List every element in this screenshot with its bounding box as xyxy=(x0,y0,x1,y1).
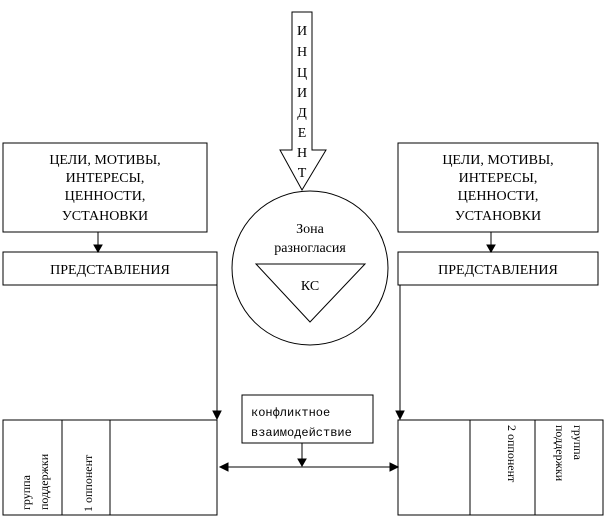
support-group-label: группа xyxy=(571,425,585,461)
zone-label: Зона xyxy=(296,222,325,237)
incident-letter: И xyxy=(297,24,307,39)
support-group-label: поддержки xyxy=(37,453,51,510)
arrow-head xyxy=(395,410,405,421)
motives-line: ЦЕЛИ, МОТИВЫ, xyxy=(49,153,160,168)
representations-label: ПРЕДСТАВЛЕНИЯ xyxy=(438,263,558,278)
conflict-situation-label: КС xyxy=(301,279,319,294)
motives-line: ЦЕННОСТИ, xyxy=(458,189,539,204)
right-representations-box: ПРЕДСТАВЛЕНИЯ xyxy=(397,251,599,286)
motives-line: ЦЕННОСТИ, xyxy=(65,189,146,204)
left-opponent-box: группа поддержки 1 оппонент xyxy=(2,419,218,516)
arrow-head xyxy=(93,244,103,254)
right-opponent-box: 2 оппонент группа поддержки xyxy=(397,419,604,516)
incident-arrow: И Н Ц И Д Е Н Т xyxy=(279,11,327,192)
zone-label: разногласия xyxy=(274,241,346,256)
motives-line: УСТАНОВКИ xyxy=(62,209,148,224)
left-representations-box: ПРЕДСТАВЛЕНИЯ xyxy=(2,251,218,286)
left-motives-box: ЦЕЛИ, МОТИВЫ, ИНТЕРЕСЫ, ЦЕННОСТИ, УСТАНО… xyxy=(2,142,208,233)
arrow-head xyxy=(486,244,496,254)
opponent-label: 2 оппонент xyxy=(505,425,519,483)
incident-letter: Е xyxy=(298,126,307,141)
right-motives-box: ЦЕЛИ, МОТИВЫ, ИНТЕРЕСЫ, ЦЕННОСТИ, УСТАНО… xyxy=(397,142,599,233)
incident-letter: Ц xyxy=(297,66,307,81)
arrow-head xyxy=(212,410,222,421)
conflict-interaction-box: конфликтное взаимодействие xyxy=(241,394,374,444)
motives-line: ИНТЕРЕСЫ, xyxy=(459,171,538,186)
motives-line: УСТАНОВКИ xyxy=(455,209,541,224)
motives-line: ЦЕЛИ, МОТИВЫ, xyxy=(442,153,553,168)
conflict-situation-triangle xyxy=(254,263,367,323)
arrow-head xyxy=(389,462,400,472)
arrow-head xyxy=(218,462,229,472)
incident-letter: И xyxy=(297,86,307,101)
motives-line: ИНТЕРЕСЫ, xyxy=(66,171,145,186)
opponent-label: 1 оппонент xyxy=(81,454,95,512)
incident-letter: Н xyxy=(297,146,307,161)
support-group-label: группа xyxy=(19,474,33,510)
incident-letter: Н xyxy=(297,45,307,60)
incident-letter: Д xyxy=(297,106,307,121)
incident-letter: Т xyxy=(298,166,307,181)
interaction-label: конфликтное xyxy=(251,406,330,420)
interaction-label: взаимодействие xyxy=(251,426,352,440)
disagreement-zone: Зона разногласия КС xyxy=(231,190,389,346)
arrow-head xyxy=(297,458,307,468)
representations-label: ПРЕДСТАВЛЕНИЯ xyxy=(50,263,170,278)
support-group-label: поддержки xyxy=(553,425,567,482)
